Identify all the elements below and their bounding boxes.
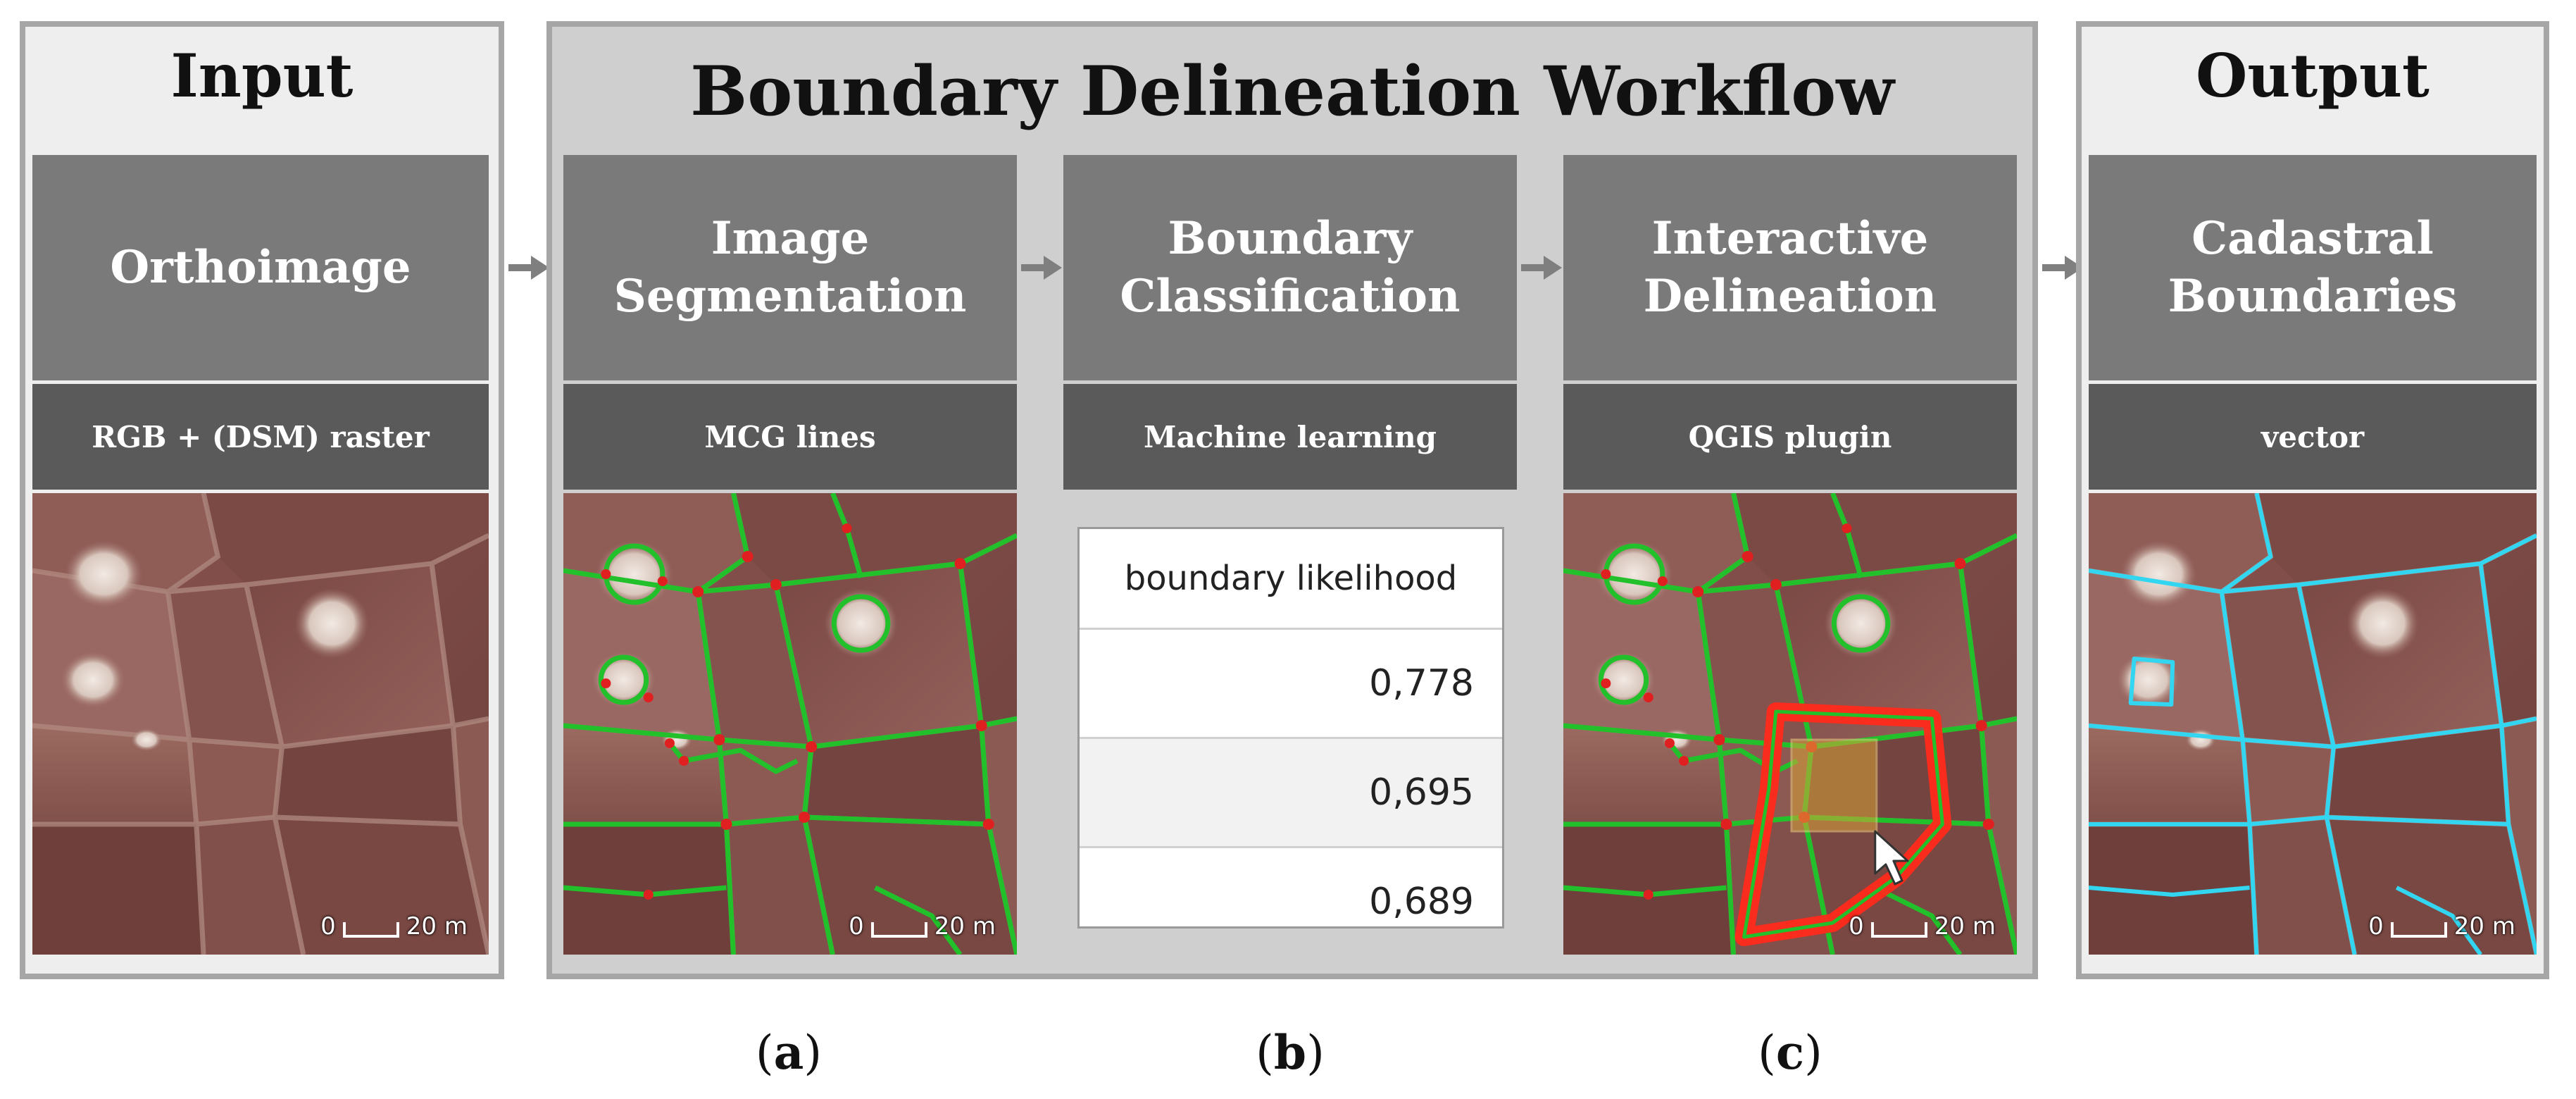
scale-bar-length: 20 m (2453, 912, 2515, 940)
input-panel-title: Input (170, 41, 354, 111)
scale-bar-zero: 0 (1849, 912, 1864, 940)
scale-bar: 0 20 m (320, 912, 468, 940)
boundary-likelihood-table: boundary likelihood 0,778 0,695 0,689 (1077, 527, 1504, 929)
stage-heading-image-segmentation: Image Segmentation (563, 155, 1017, 380)
scale-bar-length: 20 m (1934, 912, 1996, 940)
stage-heading-cadastral-boundaries: Cadastral Boundaries (2089, 155, 2537, 380)
scale-bar-line (2390, 922, 2447, 938)
scale-bar-length: 20 m (934, 912, 996, 940)
stage-subheading-image-segmentation: MCG lines (563, 384, 1017, 490)
arrow-right-icon (508, 256, 549, 280)
orthoimage-thumbnail: 0 20 m (32, 493, 489, 955)
segmentation-thumbnail: 0 20 m (563, 493, 1017, 955)
stage-subheading-orthoimage: RGB + (DSM) raster (32, 384, 489, 490)
stage-subheading-interactive-delineation: QGIS plugin (1563, 384, 2017, 490)
scale-bar-line (870, 922, 927, 938)
table-row: 0,778 (1080, 628, 1502, 737)
caption-b: (b) (1256, 1025, 1325, 1080)
scale-bar-zero: 0 (2368, 912, 2384, 940)
scale-bar-length: 20 m (406, 912, 468, 940)
scale-bar: 0 20 m (849, 912, 996, 940)
stage-subheading-boundary-classification: Machine learning (1063, 384, 1517, 490)
stage-heading-interactive-delineation: Interactive Delineation (1563, 155, 2017, 380)
table-row: 0,689 (1080, 846, 1502, 955)
caption-a: (a) (755, 1025, 823, 1080)
scale-bar-zero: 0 (320, 912, 336, 940)
delineation-thumbnail: 0 20 m (1563, 493, 2017, 955)
cadastral-boundaries-thumbnail: 0 20 m (2089, 493, 2537, 955)
scale-bar: 0 20 m (1849, 912, 1996, 940)
mouse-cursor-icon (1874, 830, 1909, 886)
output-panel-title: Output (2196, 41, 2430, 111)
scale-bar-line (1870, 922, 1927, 938)
table-header: boundary likelihood (1124, 559, 1458, 598)
arrow-right-icon (1521, 256, 1562, 280)
arrow-right-icon (1021, 256, 1062, 280)
scale-bar-zero: 0 (849, 912, 864, 940)
scale-bar-line (342, 922, 399, 938)
scale-bar: 0 20 m (2368, 912, 2515, 940)
stage-subheading-cadastral-boundaries: vector (2089, 384, 2537, 490)
stage-heading-orthoimage: Orthoimage (32, 155, 489, 380)
table-row: 0,695 (1080, 737, 1502, 846)
stage-heading-boundary-classification: Boundary Classification (1063, 155, 1517, 380)
arrow-right-icon (2042, 256, 2083, 280)
workflow-panel-title: Boundary Delineation Workflow (690, 51, 1894, 131)
caption-c: (c) (1758, 1025, 1822, 1080)
